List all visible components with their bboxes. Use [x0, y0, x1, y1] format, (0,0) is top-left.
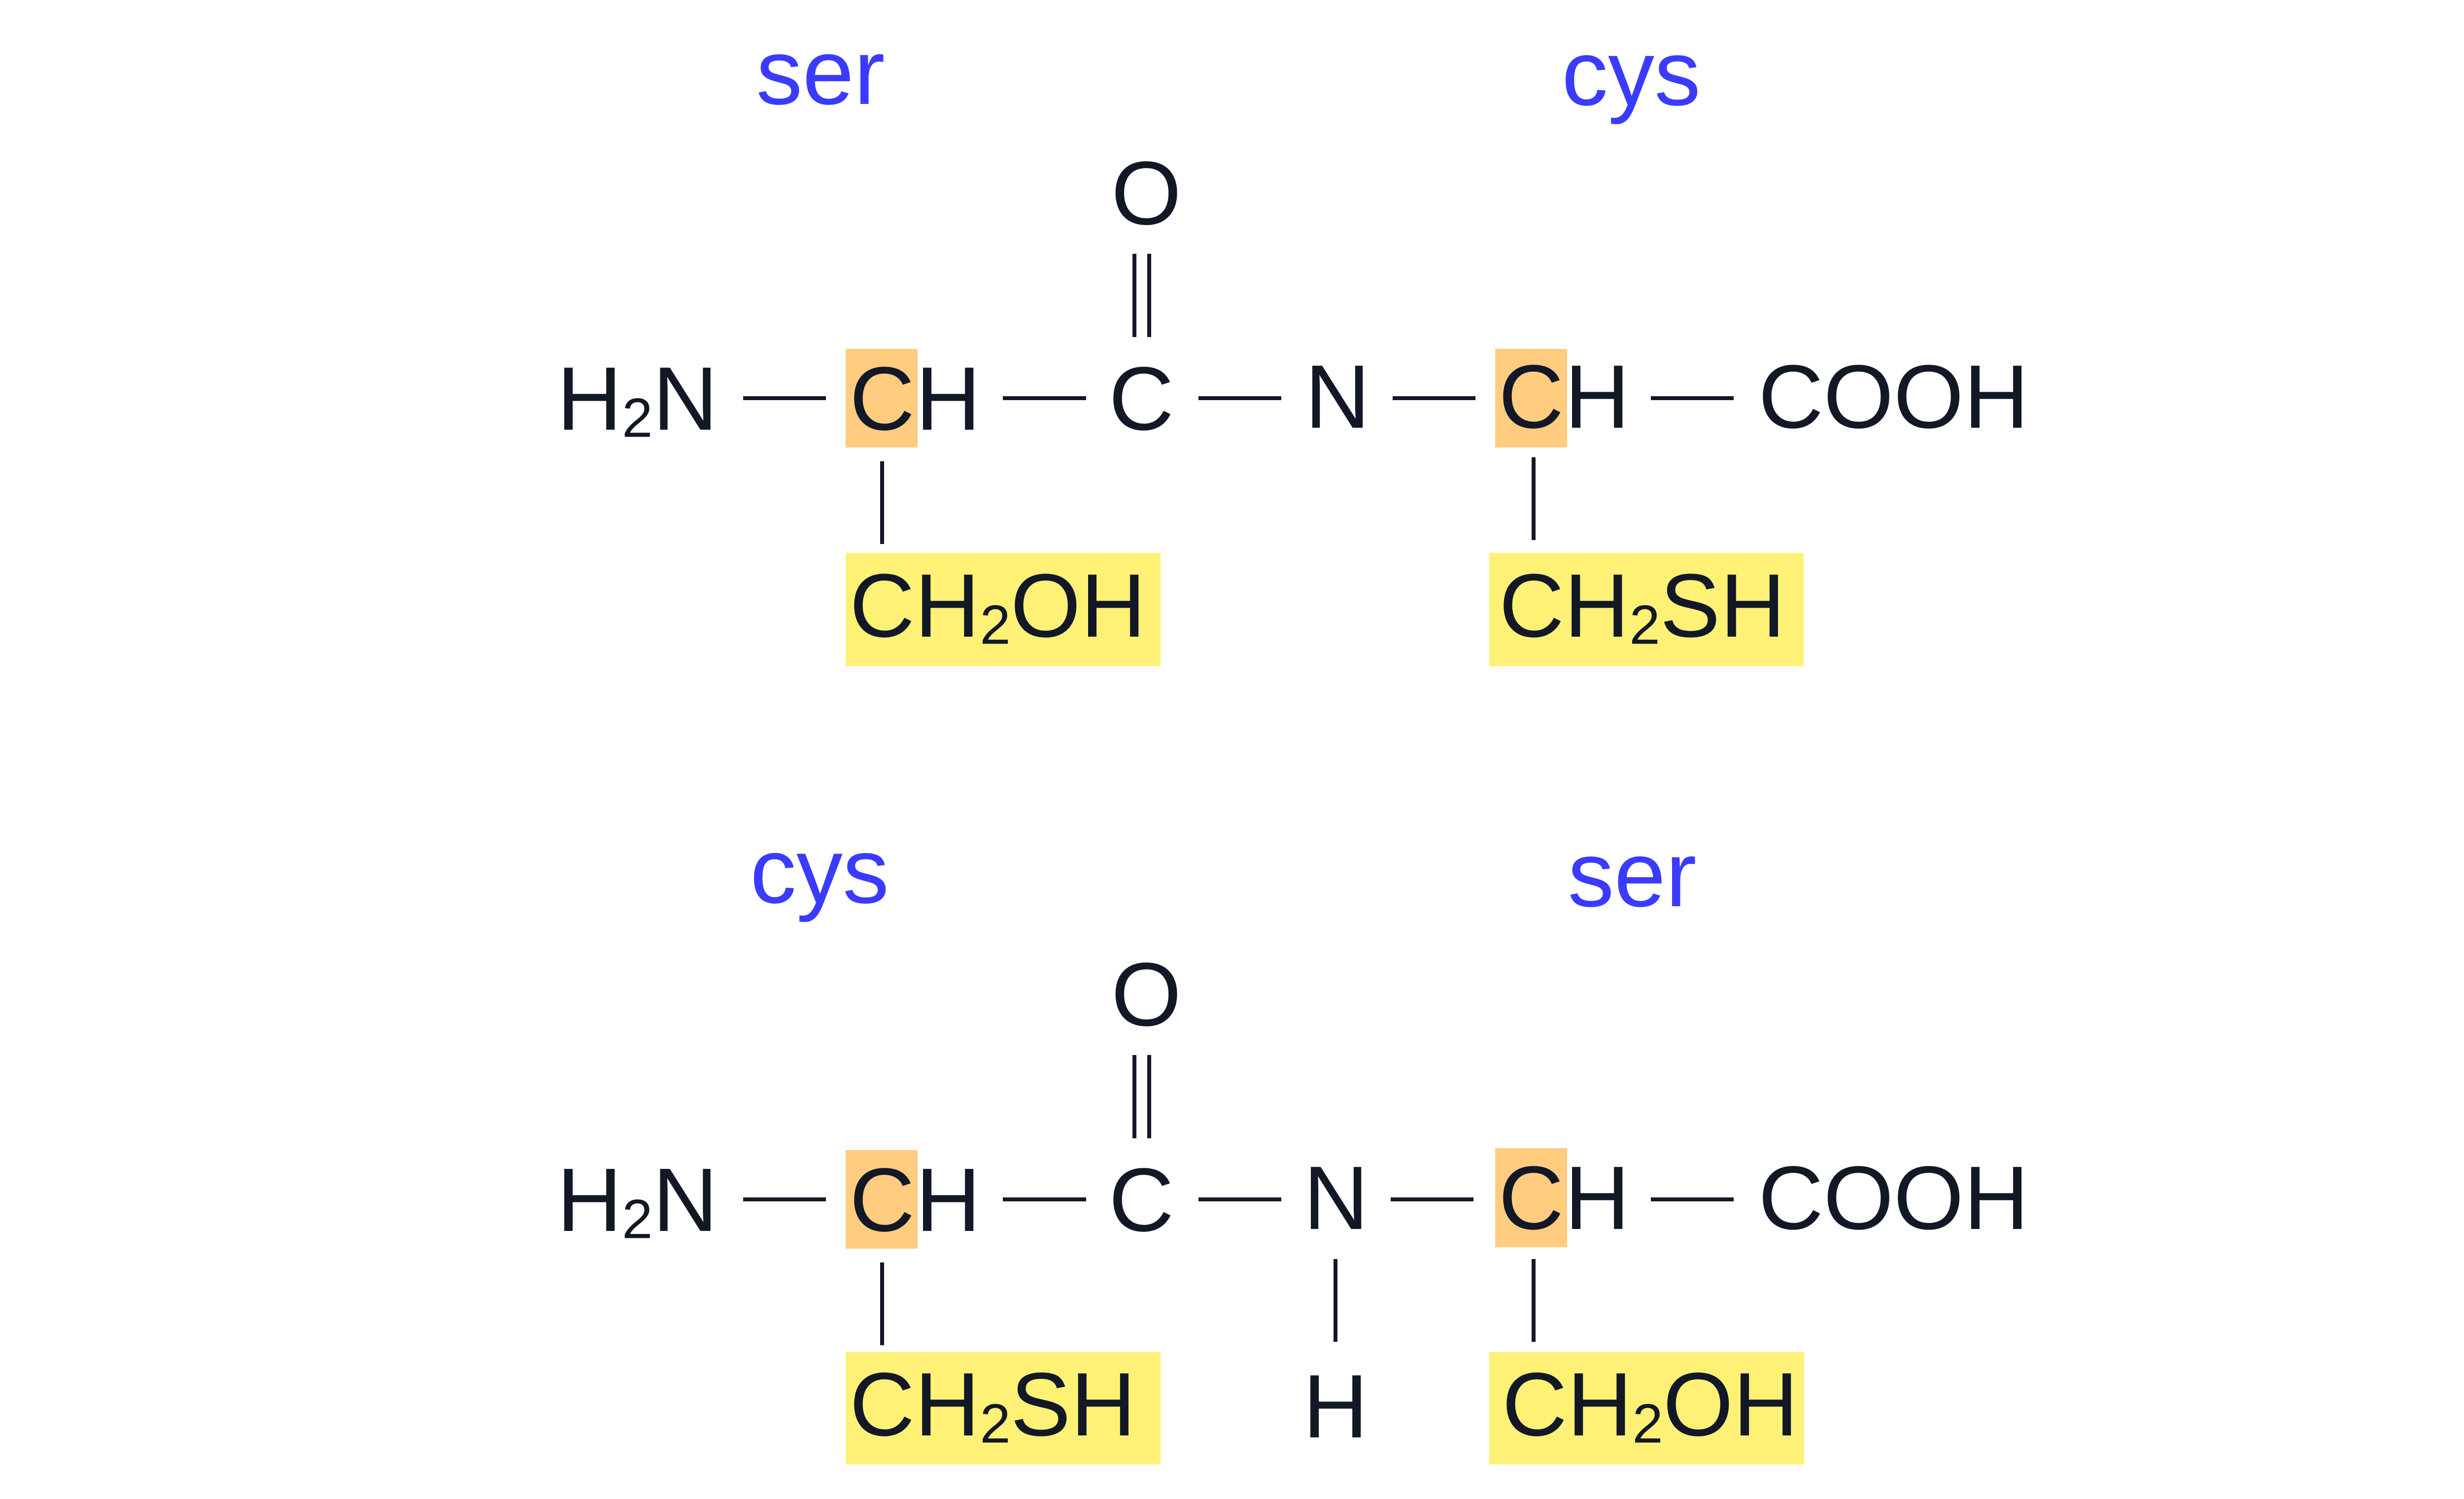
alpha-carbon-right: C: [1499, 1147, 1564, 1248]
residue-label-left: ser: [756, 20, 885, 124]
side-chain-left: CH2OH: [850, 555, 1146, 656]
side-chain-highlight-right: [1489, 553, 1804, 666]
side-chain-highlight-right: [1489, 1352, 1804, 1465]
alpha-carbon-highlight-right: [1495, 349, 1567, 447]
alpha-carbon-right: C: [1499, 346, 1564, 447]
alpha-hydrogen-left: H: [916, 1149, 981, 1250]
carboxyl-group: COOH: [1758, 1147, 2029, 1248]
double-bond-line-1: [1132, 1055, 1136, 1138]
alpha-hydrogen-right: H: [1565, 346, 1630, 447]
amide-nitrogen: N: [1303, 1147, 1369, 1248]
bond-alpha1-sidechain: [880, 1262, 884, 1345]
amino-group: H2N: [557, 1155, 718, 1247]
bond-amino-alpha1: [743, 396, 826, 400]
bond-carbonyl-amide: [1198, 396, 1281, 400]
residue-label-right: cys: [1562, 21, 1701, 125]
amino-subscript: 2: [622, 1188, 653, 1250]
alpha-hydrogen-left: H: [916, 348, 981, 449]
carboxyl-group: COOH: [1758, 346, 2029, 447]
alpha-carbon-left: C: [850, 348, 915, 449]
alpha-carbon-highlight-left: [846, 349, 918, 447]
bond-amide-alpha2: [1391, 1197, 1473, 1201]
amide-nitrogen: N: [1305, 346, 1370, 447]
residue-label-right: ser: [1568, 822, 1697, 926]
bond-alpha1-carbonyl: [1003, 1197, 1086, 1201]
amino-subscript: 2: [622, 387, 653, 449]
amino-n: N: [652, 1149, 718, 1250]
amino-h: H: [557, 348, 622, 449]
bond-amino-alpha1: [743, 1197, 826, 1201]
side-chain-right: CH2SH: [1499, 555, 1785, 656]
double-bond-line-2: [1147, 1055, 1151, 1138]
bond-amide-alpha2: [1393, 396, 1475, 400]
side-chain-highlight-left: [846, 1352, 1161, 1465]
alpha-carbon-left: C: [850, 1149, 915, 1250]
side-chain-highlight-left: [846, 553, 1161, 666]
side-chain-right: CH2OH: [1502, 1354, 1799, 1455]
bond-alpha1-carbonyl: [1003, 396, 1086, 400]
bond-amide-hydrogen: [1334, 1259, 1337, 1342]
bond-carbonyl-amide: [1198, 1197, 1281, 1201]
alpha-hydrogen-right: H: [1565, 1147, 1630, 1248]
bond-alpha2-sidechain: [1532, 457, 1536, 540]
bond-alpha1-sidechain: [880, 461, 884, 544]
amide-hydrogen: H: [1303, 1356, 1369, 1457]
carbonyl-carbon: C: [1109, 1149, 1174, 1250]
carbonyl-oxygen: O: [1111, 944, 1182, 1045]
double-bond-line-1: [1132, 254, 1136, 337]
carbonyl-oxygen: O: [1111, 142, 1182, 243]
residue-label-left: cys: [750, 819, 889, 922]
amino-n: N: [652, 348, 718, 449]
structure-cys-ser: cys ser O H2N C H C N C H COOH CH2SH H C…: [0, 801, 2464, 1499]
amino-group: H2N: [557, 353, 718, 445]
structure-ser-cys: ser cys O H2N C H C N C H COOH CH2OH CH2…: [0, 0, 2464, 739]
carbonyl-carbon: C: [1109, 348, 1174, 449]
bond-alpha2-carboxyl: [1651, 396, 1734, 400]
alpha-carbon-highlight-right: [1495, 1148, 1567, 1247]
double-bond-line-2: [1147, 254, 1151, 337]
amino-h: H: [557, 1149, 622, 1250]
side-chain-left: CH2SH: [850, 1354, 1136, 1455]
bond-alpha2-carboxyl: [1651, 1197, 1734, 1201]
bond-alpha2-sidechain: [1532, 1259, 1536, 1342]
alpha-carbon-highlight-left: [846, 1150, 918, 1249]
